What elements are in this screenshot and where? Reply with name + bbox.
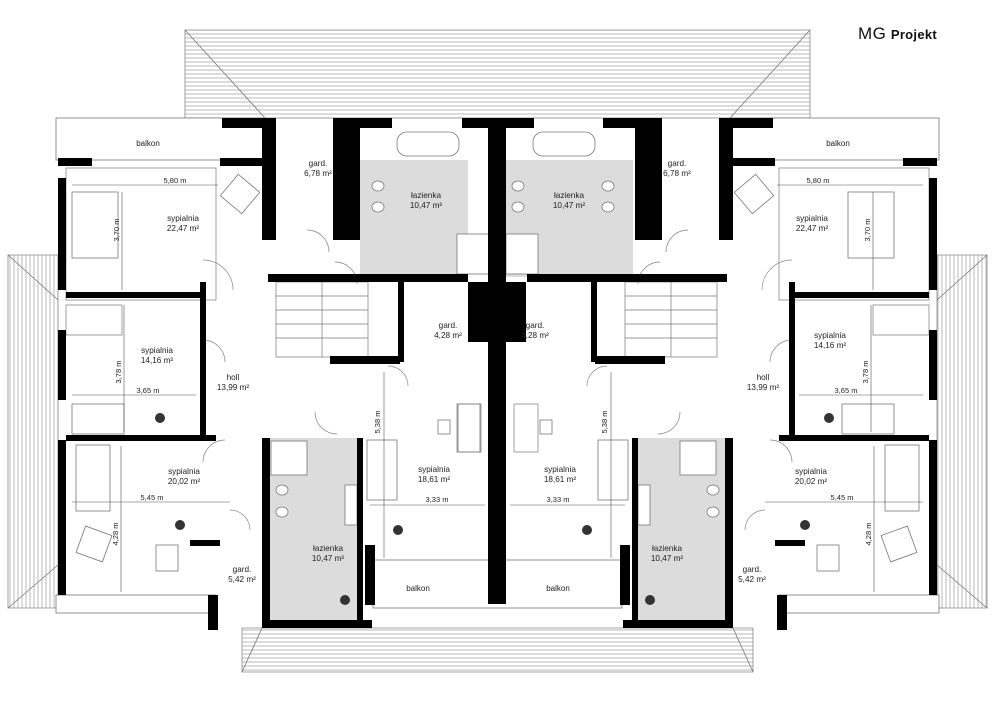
label-bedroom-tl-name: sypialnia bbox=[167, 214, 199, 223]
label-bedroom-tl-area: 22,47 m² bbox=[167, 224, 200, 233]
label-bath-tl-name: łazienka bbox=[411, 191, 441, 200]
label-bedroom-cl-area: 18,61 m² bbox=[418, 475, 451, 484]
bathroom-floors bbox=[268, 160, 727, 628]
label-bedroom-bl-area: 20,02 m² bbox=[168, 477, 201, 486]
label-bedroom-mr-area: 14,16 m² bbox=[814, 341, 847, 350]
roof-left bbox=[7, 254, 59, 609]
label-bath-tr-name: łazienka bbox=[554, 191, 584, 200]
fixtures bbox=[71, 131, 920, 572]
label-ward-br-area: 5,42 m² bbox=[738, 575, 766, 584]
label-ward-br-name: gard. bbox=[743, 565, 762, 574]
logo-mg: MG bbox=[858, 24, 887, 43]
dim-cl-height: 5,38 m bbox=[373, 411, 382, 434]
label-bedroom-mr-name: sypialnia bbox=[814, 331, 846, 340]
label-bedroom-cl-name: sypialnia bbox=[418, 465, 450, 474]
label-ward-cr-area: 4,28 m² bbox=[521, 331, 549, 340]
walls bbox=[58, 118, 937, 630]
label-holl-r-name: holl bbox=[757, 373, 770, 382]
roof-bottom bbox=[241, 627, 754, 673]
label-bath-tr-area: 10,47 m² bbox=[553, 201, 586, 210]
dim-bl-width: 5,45 m bbox=[141, 493, 164, 502]
dim-br-width: 5,45 m bbox=[831, 493, 854, 502]
dim-mr-height: 3,78 m bbox=[861, 361, 870, 384]
dim-ml-width: 3,65 m bbox=[137, 386, 160, 395]
label-holl-r-area: 13,99 m² bbox=[747, 383, 780, 392]
dim-cr-height: 5,38 m bbox=[600, 411, 609, 434]
label-bedroom-ml-area: 14,16 m² bbox=[141, 356, 174, 365]
dim-cl-width: 3,33 m bbox=[426, 495, 449, 504]
logo-projekt: Projekt bbox=[890, 27, 938, 42]
label-bedroom-bl-name: sypialnia bbox=[168, 467, 200, 476]
label-bath-br-area: 10,47 m² bbox=[651, 554, 684, 563]
label-bath-br-name: łazienka bbox=[652, 544, 682, 553]
label-ward-tl-area: 6,78 m² bbox=[304, 169, 332, 178]
plants bbox=[155, 413, 834, 605]
label-ward-tr-name: gard. bbox=[668, 159, 687, 168]
dim-tl-width: 5,80 m bbox=[164, 176, 187, 185]
label-bath-bl-area: 10,47 m² bbox=[312, 554, 345, 563]
label-bedroom-tr-area: 22,47 m² bbox=[796, 224, 829, 233]
dim-tl-height: 3,70 m bbox=[112, 219, 121, 242]
label-bath-tl-area: 10,47 m² bbox=[410, 201, 443, 210]
room-labels: balkon balkon balkon balkon sypialnia 22… bbox=[136, 139, 850, 593]
dim-mr-width: 3,65 m bbox=[835, 386, 858, 395]
dim-bl-height: 4,28 m bbox=[111, 523, 120, 546]
label-ward-bl-area: 5,42 m² bbox=[228, 575, 256, 584]
brand-logo: MG Projekt bbox=[858, 24, 937, 44]
label-holl-l-area: 13,99 m² bbox=[217, 383, 250, 392]
roof-top bbox=[184, 29, 811, 119]
label-balkon-bl: balkon bbox=[406, 584, 430, 593]
dimension-labels: 5,80 m 5,80 m 3,70 m 3,70 m 3,65 m 3,65 … bbox=[111, 176, 873, 545]
dim-tr-height: 3,70 m bbox=[863, 219, 872, 242]
label-bath-bl-name: łazienka bbox=[313, 544, 343, 553]
label-balkon-tr: balkon bbox=[826, 139, 850, 148]
label-bedroom-cr-name: sypialnia bbox=[544, 465, 576, 474]
label-bedroom-br-area: 20,02 m² bbox=[795, 477, 828, 486]
label-balkon-br: balkon bbox=[546, 584, 570, 593]
label-ward-cr-name: gard. bbox=[526, 321, 545, 330]
label-ward-tr-area: 6,78 m² bbox=[663, 169, 691, 178]
dim-ml-height: 3,78 m bbox=[114, 361, 123, 384]
roof-right bbox=[936, 254, 988, 609]
door-swings bbox=[202, 229, 793, 531]
label-ward-cl-name: gard. bbox=[439, 321, 458, 330]
label-ward-cl-area: 4,28 m² bbox=[434, 331, 462, 340]
label-holl-l-name: holl bbox=[227, 373, 240, 382]
label-ward-tl-name: gard. bbox=[309, 159, 328, 168]
dim-br-height: 4,28 m bbox=[864, 523, 873, 546]
label-bedroom-tr-name: sypialnia bbox=[796, 214, 828, 223]
label-bedroom-cr-area: 18,61 m² bbox=[544, 475, 577, 484]
label-balkon-tl: balkon bbox=[136, 139, 160, 148]
dim-cr-width: 3,33 m bbox=[547, 495, 570, 504]
label-ward-bl-name: gard. bbox=[233, 565, 252, 574]
label-bedroom-br-name: sypialnia bbox=[795, 467, 827, 476]
label-bedroom-ml-name: sypialnia bbox=[141, 346, 173, 355]
dimension-lines bbox=[72, 184, 923, 592]
dim-tr-width: 5,80 m bbox=[807, 176, 830, 185]
